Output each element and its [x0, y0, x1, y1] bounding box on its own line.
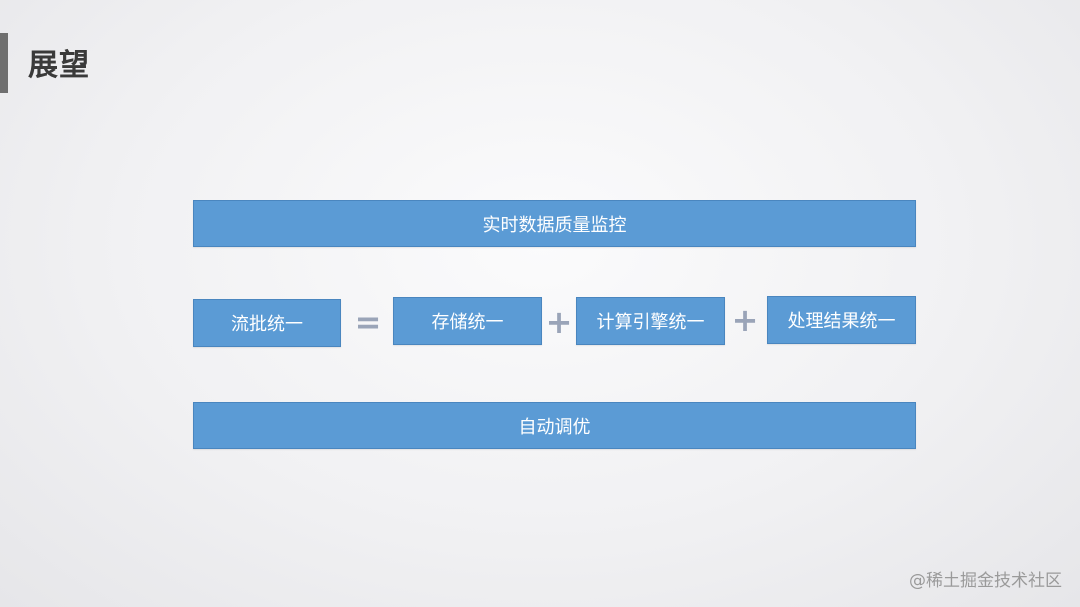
realtime-quality-monitoring-box: 实时数据质量监控 [193, 200, 916, 247]
compute-engine-unification-box: 计算引擎统一 [576, 297, 725, 345]
plus-sign-1: + [545, 303, 573, 341]
stream-batch-unification-box: 流批统一 [193, 299, 341, 347]
result-unification-box: 处理结果统一 [767, 296, 916, 344]
equals-sign: = [354, 303, 382, 341]
storage-unification-box: 存储统一 [393, 297, 542, 345]
title-accent-bar [0, 33, 8, 93]
page-title: 展望 [28, 48, 90, 83]
auto-tuning-box: 自动调优 [193, 402, 916, 449]
watermark-text: @稀土掘金技术社区 [909, 571, 1062, 591]
plus-sign-2: + [731, 301, 759, 339]
